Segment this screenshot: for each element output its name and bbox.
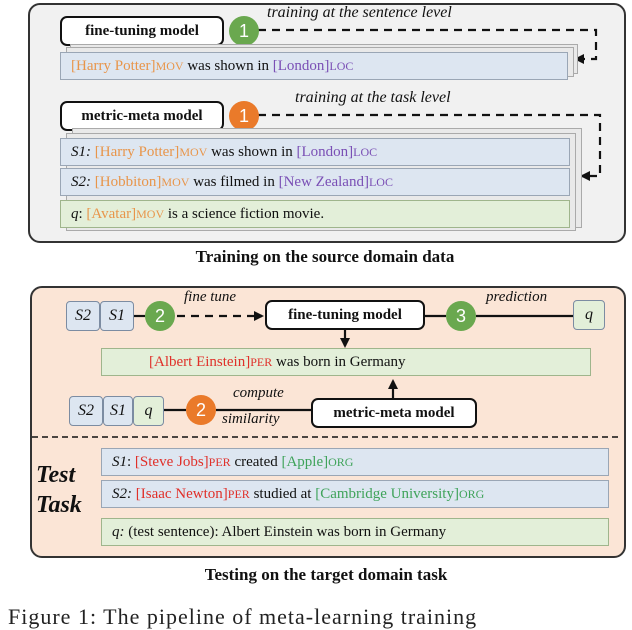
query-tag: q (573, 300, 605, 330)
fine-tune-label: fine tune (184, 289, 237, 305)
entity-tag: LOC (353, 145, 378, 159)
training-caption: Training on the source domain data (195, 247, 455, 266)
entity-tag: PER (227, 487, 250, 501)
testing-caption: Testing on the target domain task (204, 565, 448, 584)
sentence-label: q (71, 206, 79, 222)
support-sentence-s2: S2: [Hobbiton]MOV was filmed in [New Zea… (60, 168, 570, 196)
query-sentence: q: [Avatar]MOV is a science fiction movi… (60, 200, 570, 228)
entity-span: [Hobbiton] (94, 174, 162, 190)
sentence-label: : (78, 206, 83, 222)
entity-span: [Steve Jobs] (134, 454, 209, 470)
entity-tag: MOV (155, 59, 184, 73)
similarity-label: similarity (222, 411, 280, 427)
entity-tag: MOV (136, 207, 165, 221)
entity-span: [London] (272, 58, 330, 74)
entity-span: [Cambridge University] (315, 486, 459, 502)
support-tag-s2: S2 (69, 396, 103, 426)
prediction-label: prediction (486, 289, 548, 305)
entity-span: [New Zealand] (278, 174, 369, 190)
dashed-arrow-icon (258, 113, 602, 181)
sentence-label: S2: (71, 174, 91, 190)
entity-tag: ORG (458, 487, 485, 501)
entity-span: [London] (296, 144, 354, 160)
test-task-label-line2: Task (36, 492, 82, 518)
sentence-text: studied at (249, 486, 316, 502)
entity-span: [Harry Potter] (94, 144, 180, 160)
sentence-label: : (127, 454, 132, 470)
entity-span: [Harry Potter] (71, 58, 156, 74)
entity-tag: ORG (328, 455, 354, 469)
sentence-text: was shown in (207, 144, 297, 160)
fine-tuning-model-box: fine-tuning model (265, 300, 425, 330)
sentence-text: is a science fiction movie. (164, 206, 325, 222)
sentence-label: S1: (71, 144, 91, 160)
entity-tag: MOV (161, 175, 190, 189)
step-3-circle: 3 (446, 301, 476, 331)
entity-tag: PER (250, 355, 273, 369)
test-support-s1: S1: [Steve Jobs]PER created [Apple]ORG (101, 448, 609, 476)
sentence-level-note: training at the sentence level (267, 4, 452, 21)
dashed-arrow-icon (258, 28, 598, 64)
support-tag-s2: S2 (66, 301, 100, 331)
support-tag-s1: S1 (103, 396, 133, 426)
entity-tag: LOC (368, 175, 393, 189)
sentence-text: was born in Germany (272, 354, 406, 370)
training-sentence: [Harry Potter]MOV was shown in [London]L… (60, 52, 568, 80)
entity-tag: MOV (179, 145, 208, 159)
step-1-circle: 1 (229, 16, 259, 46)
support-sentence-s1: S1: [Harry Potter]MOV was shown in [Lond… (60, 138, 570, 166)
test-query-sentence: q: (test sentence): Albert Einstein was … (101, 518, 609, 546)
sentence-label: q: (112, 524, 125, 540)
step-2-circle: 2 (145, 301, 175, 331)
entity-tag: PER (208, 455, 231, 469)
support-tag-s1: S1 (100, 301, 134, 331)
sentence-text: was shown in (183, 58, 273, 74)
figure-caption-fragment: Figure 1: The pipeline of meta-learning … (8, 604, 478, 629)
query-tag: q (133, 396, 164, 426)
sentence-label: S1 (112, 454, 127, 470)
entity-tag: LOC (329, 59, 354, 73)
sentence-text: (test sentence): Albert Einstein was bor… (124, 524, 447, 540)
entity-span: [Isaac Newton] (135, 486, 228, 502)
prediction-result: [Albert Einstein]PER was born in Germany (101, 348, 591, 376)
entity-span: [Avatar] (86, 206, 137, 222)
test-support-s2: S2: [Isaac Newton]PER studied at [Cambri… (101, 480, 609, 508)
entity-span: [Albert Einstein] (149, 354, 251, 370)
test-task-label-line1: Test (36, 462, 76, 488)
task-level-note: training at the task level (295, 89, 451, 106)
entity-span: [Apple] (281, 454, 329, 470)
compute-label: compute (233, 385, 284, 401)
sentence-label: S2: (112, 486, 132, 502)
sentence-text: created (230, 454, 282, 470)
metric-meta-model-box: metric-meta model (311, 398, 477, 428)
step-2-circle: 2 (186, 395, 216, 425)
sentence-text: was filmed in (189, 174, 279, 190)
step-1-circle: 1 (229, 101, 259, 131)
